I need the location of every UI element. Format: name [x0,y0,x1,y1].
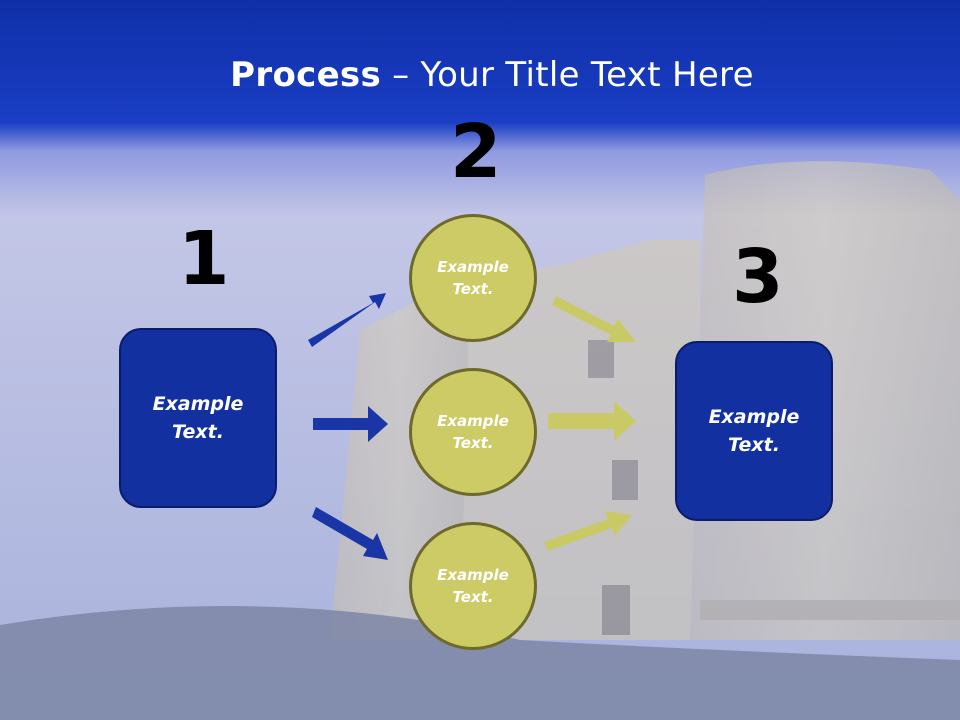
right-process-box: Example Text. [675,341,833,521]
slide-title: Process – Your Title Text Here [230,55,754,95]
arrow-from-bottom-circle [544,511,632,551]
arrow-to-top-circle [308,293,386,347]
right-box-text: Example Text. [708,405,800,457]
arrow-from-top-circle [552,296,636,342]
circle-text-bottom: Example Text. [437,565,509,607]
arrow-to-middle-circle [313,406,388,442]
left-box-text: Example Text. [152,392,244,444]
circle-text-top: Example Text. [437,257,509,299]
left-process-box: Example Text. [119,328,277,508]
step-number-3: 3 [732,234,784,320]
step-number-1: 1 [178,216,230,302]
process-circle-bottom: Example Text. [409,522,537,650]
process-circle-middle: Example Text. [409,368,537,496]
step-number-2: 2 [450,109,502,195]
arrow-to-bottom-circle [312,507,388,560]
arrow-from-middle-circle [548,401,636,441]
process-circle-top: Example Text. [409,214,537,342]
circle-text-middle: Example Text. [437,411,509,453]
